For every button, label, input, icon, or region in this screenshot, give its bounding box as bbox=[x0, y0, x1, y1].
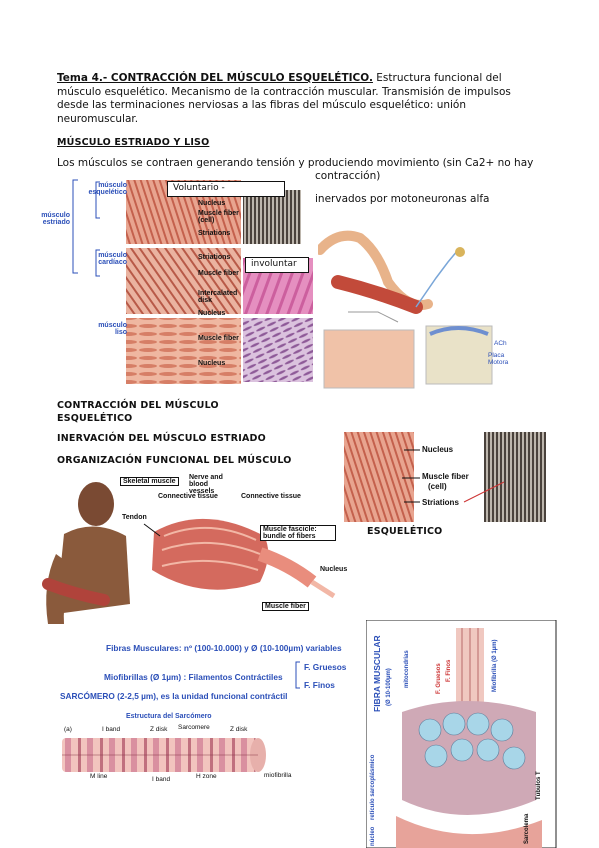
esq-striations: Striations bbox=[422, 498, 459, 507]
section-heading-estriado-liso: MÚSCULO ESTRIADO Y LISO bbox=[57, 137, 210, 148]
anat-connective-2: Connective tissue bbox=[241, 493, 301, 500]
label-striations-2: Striations bbox=[198, 254, 231, 261]
anat-tendon: Tendon bbox=[122, 514, 147, 521]
anat-skeletal-muscle: Skeletal muscle bbox=[120, 477, 179, 486]
label-placa-motora: Placa Motora bbox=[488, 352, 509, 366]
label-liso: liso bbox=[114, 329, 127, 336]
sarc-top-4: Z disk bbox=[230, 726, 248, 733]
heading-organizacion: ORGANIZACIÓN FUNCIONAL DEL MÚSCULO bbox=[57, 455, 292, 466]
fibras-finos: F. Finos bbox=[304, 680, 335, 690]
fibras-gruesos: F. Gruesos bbox=[304, 662, 347, 672]
title-underlined: Tema 4.- CONTRACCIÓN DEL MÚSCULO ESQUELÉ… bbox=[57, 72, 373, 84]
esqueletico-figure: Nucleus Muscle fiber (cell) Striations bbox=[344, 432, 549, 524]
fibra-subtitle: (Ø 10-100µm) bbox=[386, 668, 392, 706]
esq-cell: (cell) bbox=[428, 482, 447, 491]
label-cardiaco: cardíaco bbox=[98, 259, 127, 266]
anat-nerve-vessels: Nerve and blood vessels bbox=[189, 474, 223, 495]
innervation-note: inervados por motoneuronas alfa bbox=[315, 193, 490, 205]
label-estriado: estriado bbox=[42, 219, 70, 226]
muscle-types-figure: músculo esquelético músculo estriado mús… bbox=[38, 178, 314, 388]
fibra-miofibrilla: Miofibrilla (Ø 1µm) bbox=[492, 639, 498, 692]
label-nucleus-3: Nucleus bbox=[198, 360, 226, 367]
sarc-bottom-3: miofibrilla bbox=[264, 772, 292, 779]
sarc-top-1: I band bbox=[102, 726, 121, 733]
sarcomero-title: Estructura del Sarcómero bbox=[126, 713, 212, 720]
fibras-line3: SARCÓMERO (2-2,5 µm), es la unidad funci… bbox=[60, 691, 288, 701]
fibra-title: FIBRA MUSCULAR bbox=[372, 635, 382, 712]
anat-muscle-fiber: Muscle fiber bbox=[262, 602, 309, 611]
label-muscle-fiber-1: Muscle fiber bbox=[198, 270, 239, 277]
label-nucleus-1: Nucleus bbox=[198, 200, 226, 207]
anat-fascicle: Muscle fascicle: bundle of fibers bbox=[260, 525, 336, 541]
label-muscle-fiber-cell: Muscle fiber (cell) bbox=[198, 210, 239, 224]
title-rest: Estructura funcional del músculo esquelé… bbox=[57, 72, 511, 125]
fibra-mitocondrias: mitocondrias bbox=[404, 650, 410, 688]
label-musculo-3: músculo bbox=[98, 252, 127, 259]
intro-line: Los músculos se contraen generando tensi… bbox=[57, 157, 534, 169]
sarc-bottom-1: I band bbox=[152, 776, 171, 783]
fibra-gruesos: F. Gruesos bbox=[436, 663, 442, 694]
fibra-tubulos: Túbulos T bbox=[536, 771, 542, 800]
fibra-muscular-figure: FIBRA MUSCULAR (Ø 10-100µm) mitocondrias… bbox=[366, 620, 558, 848]
sarc-top-0: (a) bbox=[64, 726, 72, 733]
fibra-sarcolema: Sarcolema bbox=[524, 813, 530, 844]
intro-cont: contracción) bbox=[315, 170, 381, 182]
muscle-anatomy-figure: Skeletal muscle Nerve and blood vessels … bbox=[34, 474, 354, 646]
label-musculo-1: músculo bbox=[98, 182, 127, 189]
box-voluntario: Voluntario - bbox=[167, 181, 285, 197]
label-muscle-fiber-2: Muscle fiber bbox=[198, 335, 239, 342]
label-ach: ACh bbox=[494, 340, 507, 347]
fibras-line2: Miofibrillas (Ø 1µm) : Filamentos Contrá… bbox=[104, 672, 283, 682]
esqueletico-caption: ESQUELÉTICO bbox=[367, 526, 443, 537]
fibras-line1: Fibras Musculares: nº (100-10.000) y Ø (… bbox=[106, 643, 342, 653]
sarc-bottom-0: M line bbox=[90, 773, 108, 780]
document-title: Tema 4.- CONTRACCIÓN DEL MÚSCULO ESQUELÉ… bbox=[57, 72, 537, 126]
fibra-nucleo: núcleo bbox=[370, 826, 376, 846]
anat-nucleus: Nucleus bbox=[320, 566, 348, 573]
heading-contraccion: CONTRACCIÓN DEL MÚSCULO ESQUELÉTICO bbox=[57, 400, 219, 424]
label-musculo-2: músculo bbox=[41, 212, 70, 219]
anat-connective-1: Connective tissue bbox=[158, 493, 218, 500]
sarc-top-2: Z disk bbox=[150, 726, 168, 733]
label-nucleus-2: Nucleus bbox=[198, 310, 226, 317]
label-esqueletico: esquelético bbox=[88, 189, 127, 196]
sarcomero-figure: (a) I band Z disk Sarcomere Z disk M lin… bbox=[56, 724, 301, 784]
heading-inervacion: INERVACIÓN DEL MÚSCULO ESTRIADO bbox=[57, 433, 266, 444]
esq-nucleus: Nucleus bbox=[422, 445, 454, 454]
sarc-top-3: Sarcomere bbox=[178, 724, 210, 731]
sarc-bottom-2: H zone bbox=[196, 773, 217, 780]
label-striations-1: Striations bbox=[198, 230, 231, 237]
fibra-finos: F. Finos bbox=[446, 659, 452, 682]
label-musculo-4: músculo bbox=[98, 322, 127, 329]
neuromuscular-junction-figure: ACh Placa Motora bbox=[318, 222, 518, 390]
label-intercalated-disk: Intercalated disk bbox=[198, 290, 238, 304]
box-involuntar: involuntar bbox=[245, 257, 309, 273]
esq-muscle-fiber: Muscle fiber bbox=[422, 472, 469, 481]
fibra-reticulo: retículo sarcoplásmico bbox=[370, 754, 376, 820]
